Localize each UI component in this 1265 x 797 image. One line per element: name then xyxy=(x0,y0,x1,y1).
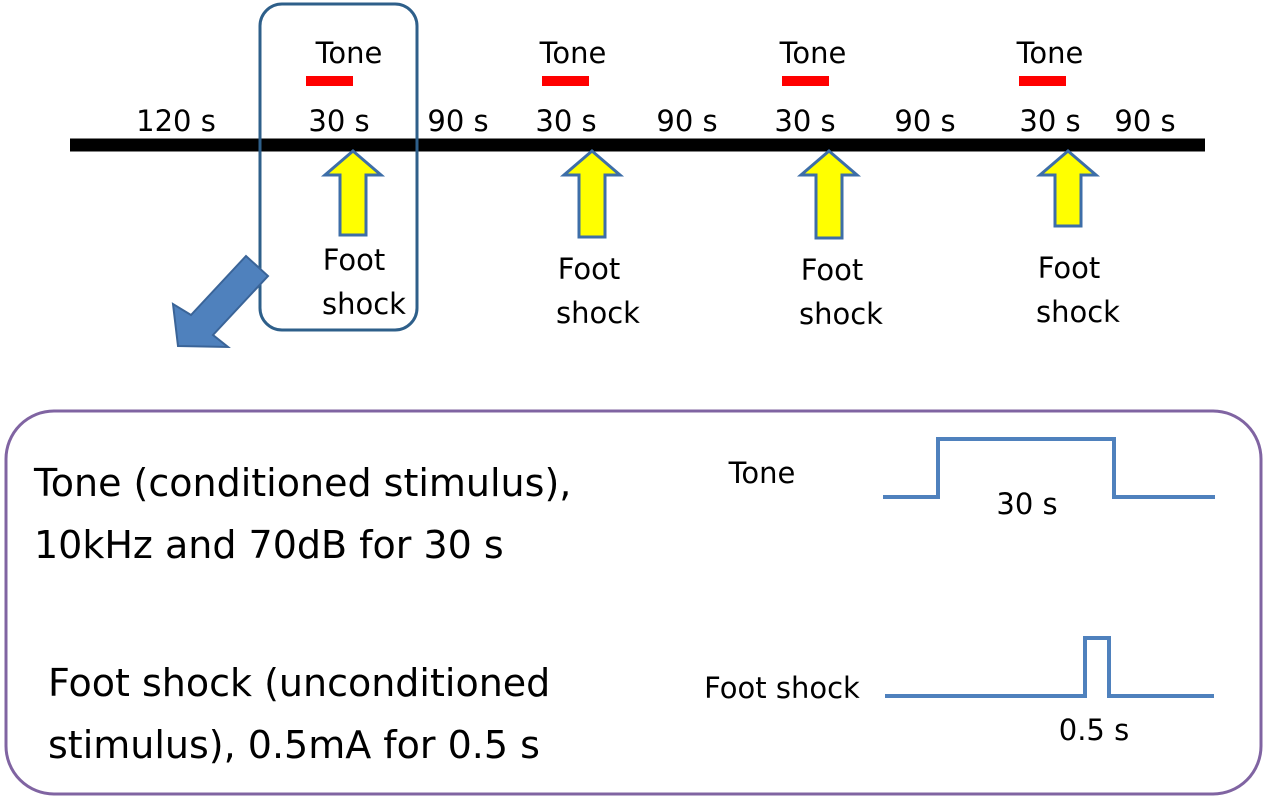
shock-arrow-icon xyxy=(796,149,862,240)
trial-2: Tone Foot shock xyxy=(539,36,641,330)
tone-label: Tone xyxy=(779,36,847,70)
tone-bar xyxy=(782,76,829,86)
shock-description-line1: Foot shock (unconditioned xyxy=(48,661,550,705)
segment-label: 30 s xyxy=(1019,104,1080,138)
trial-4: Tone Foot shock xyxy=(1016,36,1121,329)
tone-bar xyxy=(306,76,353,86)
tone-label: Tone xyxy=(315,36,383,70)
shock-wave-label: Foot shock xyxy=(704,671,860,705)
segment-label: 30 s xyxy=(308,104,369,138)
shock-arrow-icon xyxy=(559,149,625,239)
shock-label: shock xyxy=(556,296,640,330)
first-trial-highlight-box xyxy=(258,2,419,332)
segment-label: 90 s xyxy=(894,104,955,138)
segment-label: 30 s xyxy=(774,104,835,138)
segment-label: 90 s xyxy=(1114,104,1175,138)
tone-label: Tone xyxy=(539,36,607,70)
tone-wave-duration: 30 s xyxy=(996,487,1057,521)
shock-arrow-icon xyxy=(1035,149,1101,228)
segment-label: 90 s xyxy=(427,104,488,138)
trial-3: Tone Foot shock xyxy=(779,36,884,331)
shock-label: shock xyxy=(799,297,883,331)
detail-box xyxy=(4,409,1263,796)
tone-waveform xyxy=(883,437,1215,499)
shock-label: shock xyxy=(1036,295,1120,329)
shock-label: Foot xyxy=(323,243,386,277)
segment-labels: 120 s 30 s 90 s 30 s 90 s 30 s 90 s 30 s… xyxy=(136,104,1175,138)
shock-description-line2: stimulus), 0.5mA for 0.5 s xyxy=(48,723,540,767)
shock-label: shock xyxy=(322,287,406,321)
shock-label: Foot xyxy=(558,252,621,286)
shock-wave-duration: 0.5 s xyxy=(1059,713,1129,747)
tone-description-line1: Tone (conditioned stimulus), xyxy=(33,461,571,505)
tone-description-line2: 10kHz and 70dB for 30 s xyxy=(34,523,504,567)
segment-label: 30 s xyxy=(535,104,596,138)
tone-bar xyxy=(542,76,589,86)
tone-wave-label: Tone xyxy=(728,456,796,490)
segment-label: 90 s xyxy=(656,104,717,138)
shock-label: Foot xyxy=(801,253,864,287)
shock-waveform xyxy=(885,636,1214,698)
shock-label: Foot xyxy=(1038,251,1101,285)
segment-label: 120 s xyxy=(136,104,216,138)
shock-arrow-icon xyxy=(320,149,386,237)
tone-bar xyxy=(1019,76,1066,86)
zoom-pointer-arrow-icon xyxy=(171,254,270,349)
tone-label: Tone xyxy=(1016,36,1084,70)
trial-1: Tone Foot shock xyxy=(306,36,406,321)
